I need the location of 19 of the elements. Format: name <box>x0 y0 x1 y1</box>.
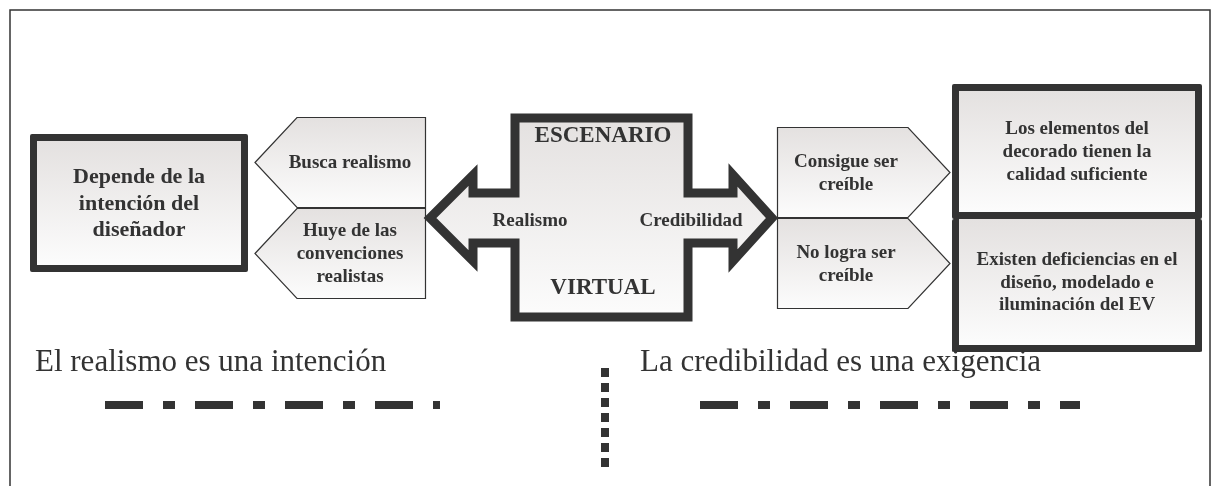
box-text: Depende de la intención del diseñador <box>72 163 206 243</box>
box-text: Consigue ser creíble <box>793 149 899 196</box>
pentagon-arrow-box <box>777 218 951 309</box>
shape-label: Realismo <box>491 209 569 232</box>
box-text: Huye de las convenciones realistas <box>295 219 405 288</box>
shape-label: ESCENARIO <box>533 121 673 149</box>
box-text: Los elementos del decorado tienen la calidad suficiente <box>1001 117 1153 186</box>
statement-text: La credibilidad es una exigencia <box>640 343 1042 379</box>
pentagon-arrow-box <box>254 117 426 208</box>
statement-text: El realismo es una intención <box>35 343 387 379</box>
pentagon-arrow-box <box>254 208 426 299</box>
box-text: Busca realismo <box>288 151 412 174</box>
box-text: Existen deficiencias en el diseño, modelado e iluminación del EV <box>975 247 1179 317</box>
double-arrow-shape <box>425 113 777 322</box>
shape-label: Credibilidad <box>638 209 744 232</box>
shape-label: VIRTUAL <box>549 273 657 301</box>
process-box <box>30 134 248 272</box>
pentagon-arrow-box <box>777 127 951 218</box>
box-text: No logra ser creíble <box>795 240 897 287</box>
